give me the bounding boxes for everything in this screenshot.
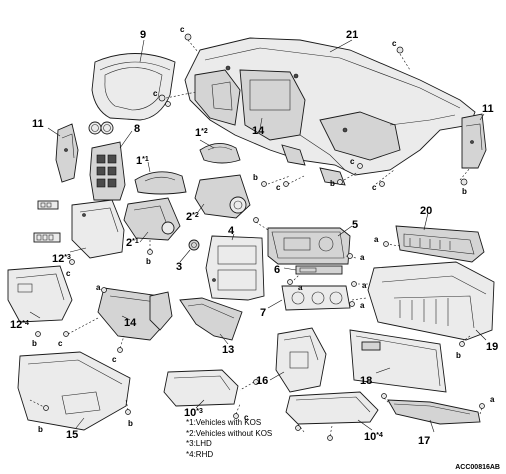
fastener-label: a <box>96 283 101 292</box>
fasteners <box>35 33 485 441</box>
fastener-label: b <box>32 339 37 348</box>
lower-bracket-rhd <box>285 391 379 425</box>
fastener-label: a <box>298 283 303 292</box>
callout-3: 3 <box>176 261 182 273</box>
meter-hood <box>91 53 176 121</box>
fastener-label: b <box>253 173 258 182</box>
callout-1-kos: 1*1 <box>136 155 149 167</box>
audio-unit <box>267 227 351 265</box>
footnote-no-kos: *2:Vehicles without KOS <box>186 428 273 438</box>
fastener-label: a <box>490 395 495 404</box>
column-cover-upper-no-kos <box>199 143 241 164</box>
callout-numbers: 9 21 11 11 8 1*2 14 1*1 2*2 2*1 5 20 12*… <box>10 29 498 447</box>
callout-13: 13 <box>222 344 234 356</box>
callout-15: 15 <box>66 429 78 441</box>
glove-box-lid <box>349 329 447 393</box>
footnote-kos: *1:Vehicles with KOS <box>186 418 262 427</box>
footnote-lhd: *3:LHD <box>186 439 212 448</box>
callout-20: 20 <box>420 205 432 217</box>
callout-1-no-kos: 1*2 <box>195 127 208 139</box>
callout-10-lhd: 10*3 <box>184 407 203 419</box>
fastener-label: c <box>153 89 158 98</box>
fastener-label: b <box>146 257 151 266</box>
callout-2-kos: 2*1 <box>126 237 139 249</box>
knee-panel-bracket <box>149 291 173 331</box>
callout-10-rhd: 10*4 <box>364 431 383 443</box>
column-cover-lower-kos <box>123 197 181 241</box>
reference-code: ACC00816AB <box>455 464 500 471</box>
callout-8: 8 <box>134 123 140 135</box>
fastener-label: b <box>462 187 467 196</box>
lower-panel-rhd <box>7 265 73 323</box>
callout-18: 18 <box>360 375 372 387</box>
callout-5: 5 <box>352 219 358 231</box>
footnote-rhd: *4:RHD <box>186 449 214 459</box>
fastener-label: b <box>38 425 43 434</box>
small-switch-unit <box>295 265 343 275</box>
switch-blocks <box>33 200 61 243</box>
callout-6: 6 <box>274 264 280 276</box>
glove-box <box>367 261 495 341</box>
footnotes: *1:Vehicles with KOS *2:Vehicles without… <box>186 418 272 460</box>
fastener-label: c <box>66 269 71 278</box>
fastener-label: a <box>362 281 367 290</box>
callout-14-lower: 14 <box>124 317 137 329</box>
side-cover-left <box>55 123 79 183</box>
column-cover-upper-kos <box>134 171 187 195</box>
fastener-label: c <box>180 25 185 34</box>
fastener-label: c <box>58 339 63 348</box>
switch-knob <box>188 239 200 251</box>
callout-19: 19 <box>486 341 498 353</box>
side-cover-right <box>461 113 487 169</box>
leader-lines <box>29 39 487 433</box>
fastener-label: c <box>350 157 355 166</box>
fastener-label: c <box>392 39 397 48</box>
fastener-label: c <box>276 183 281 192</box>
upper-glove-box-vent <box>395 225 485 263</box>
fastener-label: b <box>456 351 461 360</box>
callout-11-left: 11 <box>32 118 44 130</box>
fastener-label: c <box>372 183 377 192</box>
fastener-label: a <box>360 253 365 262</box>
fastener-label: c <box>244 413 249 422</box>
center-lower-box <box>275 327 327 393</box>
center-vent-panel <box>89 141 126 201</box>
callout-11-right: 11 <box>482 103 494 115</box>
lower-bracket-lhd <box>163 369 239 407</box>
callout-16: 16 <box>256 375 268 387</box>
lower-side-bracket <box>179 297 243 341</box>
instrument-panel-main <box>184 37 476 186</box>
fastener-label: a <box>360 301 365 310</box>
heater-control <box>281 285 351 311</box>
fastener-label: c <box>112 355 117 364</box>
callout-2-no-kos: 2*2 <box>186 211 199 223</box>
lower-cover-right <box>387 399 481 425</box>
fastener-label: b <box>128 419 133 428</box>
lower-panel-lhd <box>71 199 125 259</box>
center-panel <box>205 235 265 301</box>
fastener-labels: c c c b c b c c b b a a a a a b c c a c … <box>32 25 495 434</box>
callout-12-lhd: 12*3 <box>52 253 71 265</box>
callout-7: 7 <box>260 307 266 319</box>
callout-12-rhd: 12*4 <box>10 319 29 331</box>
callout-21: 21 <box>346 29 358 41</box>
callout-9: 9 <box>140 29 146 41</box>
vent-rings <box>88 121 114 135</box>
fastener-label: b <box>330 179 335 188</box>
column-cover-lower-no-kos <box>194 174 251 219</box>
callout-17: 17 <box>418 435 430 447</box>
fastener-guides <box>29 39 483 437</box>
fastener-label: a <box>374 235 379 244</box>
callout-14-upper: 14 <box>252 125 265 137</box>
callout-4: 4 <box>228 225 235 237</box>
